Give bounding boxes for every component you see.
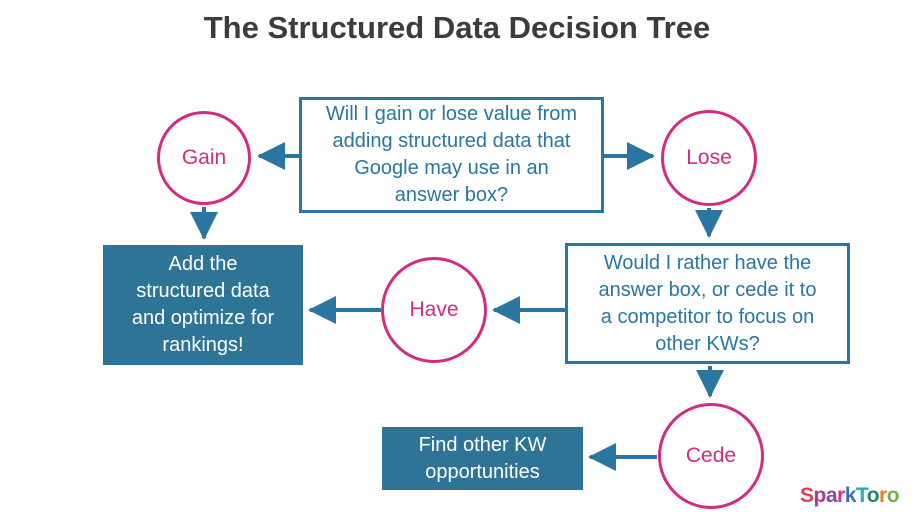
logo-letter: a (825, 484, 838, 507)
decision-circle-gain-label: Gain (181, 146, 227, 169)
action-box-find-kw: Find other KW opportunities (382, 427, 583, 490)
action-box-add-structured-data: Add the structured data and optimize for… (103, 245, 303, 365)
logo-letter: k (844, 484, 857, 507)
action-box-add-structured-data-text: Add the structured data and optimize for… (131, 253, 275, 356)
decision-circle-gain: Gain (157, 111, 251, 205)
logo-letter: T (855, 484, 867, 507)
logo-letter: o (866, 484, 880, 507)
logo-letter: S (800, 484, 814, 507)
page-title: The Structured Data Decision Tree (203, 10, 711, 45)
decision-circle-cede-label: Cede (685, 444, 737, 467)
logo-letter: p (813, 484, 827, 507)
question-box-rather-have-text: Would I rather have the answer box, or c… (598, 251, 817, 355)
decision-circle-cede: Cede (658, 403, 764, 509)
question-box-rather-have: Would I rather have the answer box, or c… (565, 243, 850, 364)
question-box-gain-or-lose-text: Will I gain or lose value from adding st… (325, 103, 578, 206)
decision-circle-have-label: Have (409, 298, 459, 321)
logo-letter: r (837, 484, 845, 507)
logo-letter: r (879, 484, 887, 507)
question-box-gain-or-lose: Will I gain or lose value from adding st… (299, 97, 604, 213)
logo-letter: o (886, 484, 900, 507)
sparktoro-logo: SparkToro (800, 484, 912, 508)
action-box-find-kw-text: Find other KW opportunities (418, 433, 547, 483)
decision-circle-have: Have (381, 257, 487, 363)
decision-circle-lose: Lose (661, 110, 757, 206)
decision-circle-lose-label: Lose (686, 146, 732, 169)
